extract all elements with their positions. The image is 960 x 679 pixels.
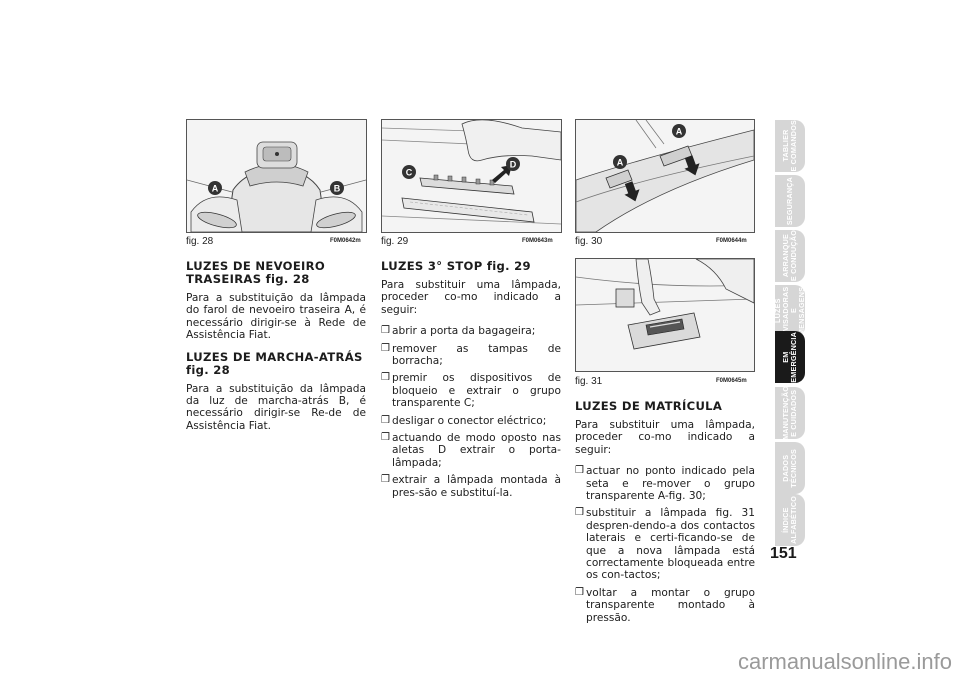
paragraph-reverse-lights: Para a substituição da lâmpada da luz de… — [186, 382, 366, 432]
label-b: B — [334, 184, 341, 194]
fig-31-code: F0M0645m — [716, 378, 747, 384]
checkbox-bullet-icon: ❒ — [381, 325, 390, 337]
tab-em-emergencia[interactable]: EM EMERGÊNCIA — [775, 331, 805, 383]
fig-30-caption: fig. 30 — [575, 236, 603, 247]
tab-label: ARRANQUE E CONDUÇÃO — [781, 230, 798, 282]
list-item: ❒substituir a lâmpada fig. 31 despren-de… — [575, 507, 755, 581]
figure-30: A A — [575, 119, 755, 233]
fig-28-code: F0M0642m — [330, 238, 361, 244]
fig-31-caption: fig. 31 — [575, 376, 603, 387]
list-item-text: extrair a lâmpada montada à pres-são e s… — [392, 474, 561, 499]
list-item-text: actuando de modo oposto nas aletas D ext… — [392, 432, 561, 469]
tab-indice-alfabetico[interactable]: ÍNDICE ALFABÉTICO — [775, 494, 805, 546]
checkbox-bullet-icon: ❒ — [575, 586, 584, 598]
paragraph-plate-lights-intro: Para substituir uma lâmpada, proceder co… — [575, 419, 755, 456]
figure-29: C D — [381, 119, 562, 233]
label-a-left: A — [617, 158, 624, 168]
plate-bulb-illustration — [576, 259, 754, 371]
fig-28-caption: fig. 28 — [186, 236, 214, 247]
list-item: ❒actuando de modo oposto nas aletas D ex… — [381, 432, 561, 469]
checkbox-bullet-icon: ❒ — [381, 432, 390, 444]
plate-lights-steps: ❒actuar no ponto indicado pela seta e re… — [575, 465, 755, 624]
list-item: ❒abrir a porta da bagageira; — [381, 325, 561, 337]
tab-label: EM EMERGÊNCIA — [781, 331, 798, 383]
checkbox-bullet-icon: ❒ — [381, 414, 390, 426]
checkbox-bullet-icon: ❒ — [381, 372, 390, 384]
tab-label: TABLIER E COMANDOS — [781, 120, 798, 172]
checkbox-bullet-icon: ❒ — [575, 465, 584, 477]
label-c: C — [406, 168, 413, 178]
plate-light-illustration: A A — [576, 120, 754, 232]
figure-31 — [575, 258, 755, 372]
tab-label: SEGURANÇA — [785, 176, 794, 226]
third-stop-steps: ❒abrir a porta da bagageira; ❒remover as… — [381, 325, 561, 499]
label-a: A — [212, 184, 219, 194]
figure-28: A B — [186, 119, 367, 233]
list-item: ❒voltar a montar o grupo transparente mo… — [575, 587, 755, 624]
column-plate-lights: LUZES DE MATRÍCULA Para substituir uma l… — [575, 400, 755, 629]
list-item-text: voltar a montar o grupo transparente mon… — [586, 586, 755, 624]
list-item: ❒extrair a lâmpada montada à pres-são e … — [381, 474, 561, 499]
tab-seguranca[interactable]: SEGURANÇA — [775, 175, 805, 227]
tab-label: DADOS TÉCNICOS — [781, 448, 798, 488]
paragraph-rear-fog-lights: Para a substituição da lâmpada do farol … — [186, 292, 366, 342]
list-item-text: actuar no ponto indicado pela seta e re-… — [586, 465, 755, 503]
tab-label: LUZES AVISADORAS E MENSAGENS — [773, 286, 806, 336]
column-third-stop: LUZES 3° STOP fig. 29 Para substituir um… — [381, 260, 561, 504]
watermark: carmanualsonline.info — [737, 649, 952, 674]
list-item-text: substituir a lâmpada fig. 31 despren-den… — [586, 507, 755, 582]
label-a-right: A — [676, 127, 683, 137]
tab-tablier-e-comandos[interactable]: TABLIER E COMANDOS — [775, 120, 805, 172]
checkbox-bullet-icon: ❒ — [381, 342, 390, 354]
paragraph-third-stop-intro: Para substituir uma lâmpada, proceder co… — [381, 279, 561, 316]
checkbox-bullet-icon: ❒ — [575, 507, 584, 519]
tab-manutencao-e-cuidados[interactable]: MANUTENÇÃO E CUIDADOS — [775, 386, 805, 440]
tab-label: ÍNDICE ALFABÉTICO — [781, 496, 798, 544]
list-item: ❒actuar no ponto indicado pela seta e re… — [575, 465, 755, 502]
heading-third-stop: LUZES 3° STOP fig. 29 — [381, 259, 531, 273]
list-item-text: remover as tampas de borracha; — [392, 342, 561, 368]
tab-dados-tecnicos[interactable]: DADOS TÉCNICOS — [775, 442, 805, 494]
label-d: D — [510, 160, 517, 170]
third-stop-light-illustration: C D — [382, 120, 561, 232]
heading-reverse-lights: LUZES DE MARCHA-ATRÁS fig. 28 — [186, 349, 363, 377]
tab-label: MANUTENÇÃO E CUIDADOS — [781, 386, 798, 440]
list-item-text: abrir a porta da bagageira; — [392, 325, 536, 338]
fig-30-code: F0M0644m — [716, 238, 747, 244]
list-item-text: premir os dispositivos de bloqueio e ext… — [392, 372, 561, 410]
fig-29-caption: fig. 29 — [381, 236, 409, 247]
fig-29-code: F0M0643m — [522, 238, 553, 244]
tab-luzes-avisadoras[interactable]: LUZES AVISADORAS E MENSAGENS — [773, 285, 806, 337]
heading-plate-lights: LUZES DE MATRÍCULA — [575, 399, 723, 413]
list-item: ❒desligar o conector eléctrico; — [381, 415, 561, 427]
checkbox-bullet-icon: ❒ — [381, 474, 390, 486]
list-item-text: desligar o conector eléctrico; — [392, 414, 547, 427]
page-number: 151 — [770, 545, 797, 562]
column-rear-fog-reverse: LUZES DE NEVOEIRO TRASEIRAS fig. 28 Para… — [186, 260, 366, 441]
tab-arranque-e-conducao[interactable]: ARRANQUE E CONDUÇÃO — [775, 230, 805, 282]
list-item: ❒premir os dispositivos de bloqueio e ex… — [381, 372, 561, 409]
list-item: ❒remover as tampas de borracha; — [381, 343, 561, 368]
rear-car-illustration: A B — [187, 120, 366, 232]
heading-rear-fog-lights: LUZES DE NEVOEIRO TRASEIRAS fig. 28 — [186, 259, 326, 286]
